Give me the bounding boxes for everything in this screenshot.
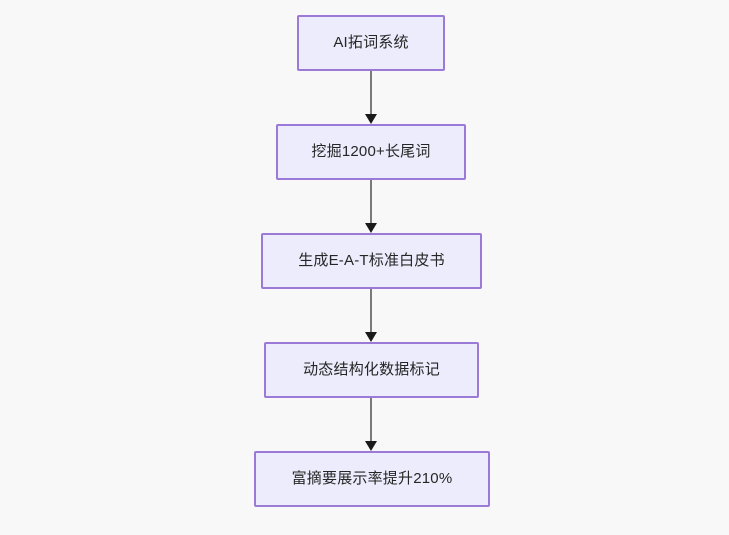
flowchart-node-4[interactable]: 动态结构化数据标记 [264,342,479,398]
flowchart-node-2[interactable]: 挖掘1200+长尾词 [276,124,466,180]
flowchart-node-label: AI拓词系统 [333,34,409,51]
flowchart-arrow-1 [365,71,377,124]
flowchart-arrow-4 [365,398,377,451]
flowchart-node-1[interactable]: AI拓词系统 [297,15,445,71]
flowchart-node-label: 动态结构化数据标记 [303,361,440,378]
flowchart-arrow-2 [365,180,377,233]
flowchart-arrow-3 [365,289,377,342]
flowchart-node-label: 挖掘1200+长尾词 [311,143,431,160]
arrow-head-icon [365,441,377,451]
arrow-head-icon [365,223,377,233]
flowchart-node-3[interactable]: 生成E-A-T标准白皮书 [261,233,482,289]
flowchart-node-label: 生成E-A-T标准白皮书 [298,252,445,269]
arrow-head-icon [365,332,377,342]
flowchart-node-5[interactable]: 富摘要展示率提升210% [254,451,490,507]
arrow-head-icon [365,114,377,124]
flowchart-node-label: 富摘要展示率提升210% [291,470,453,487]
